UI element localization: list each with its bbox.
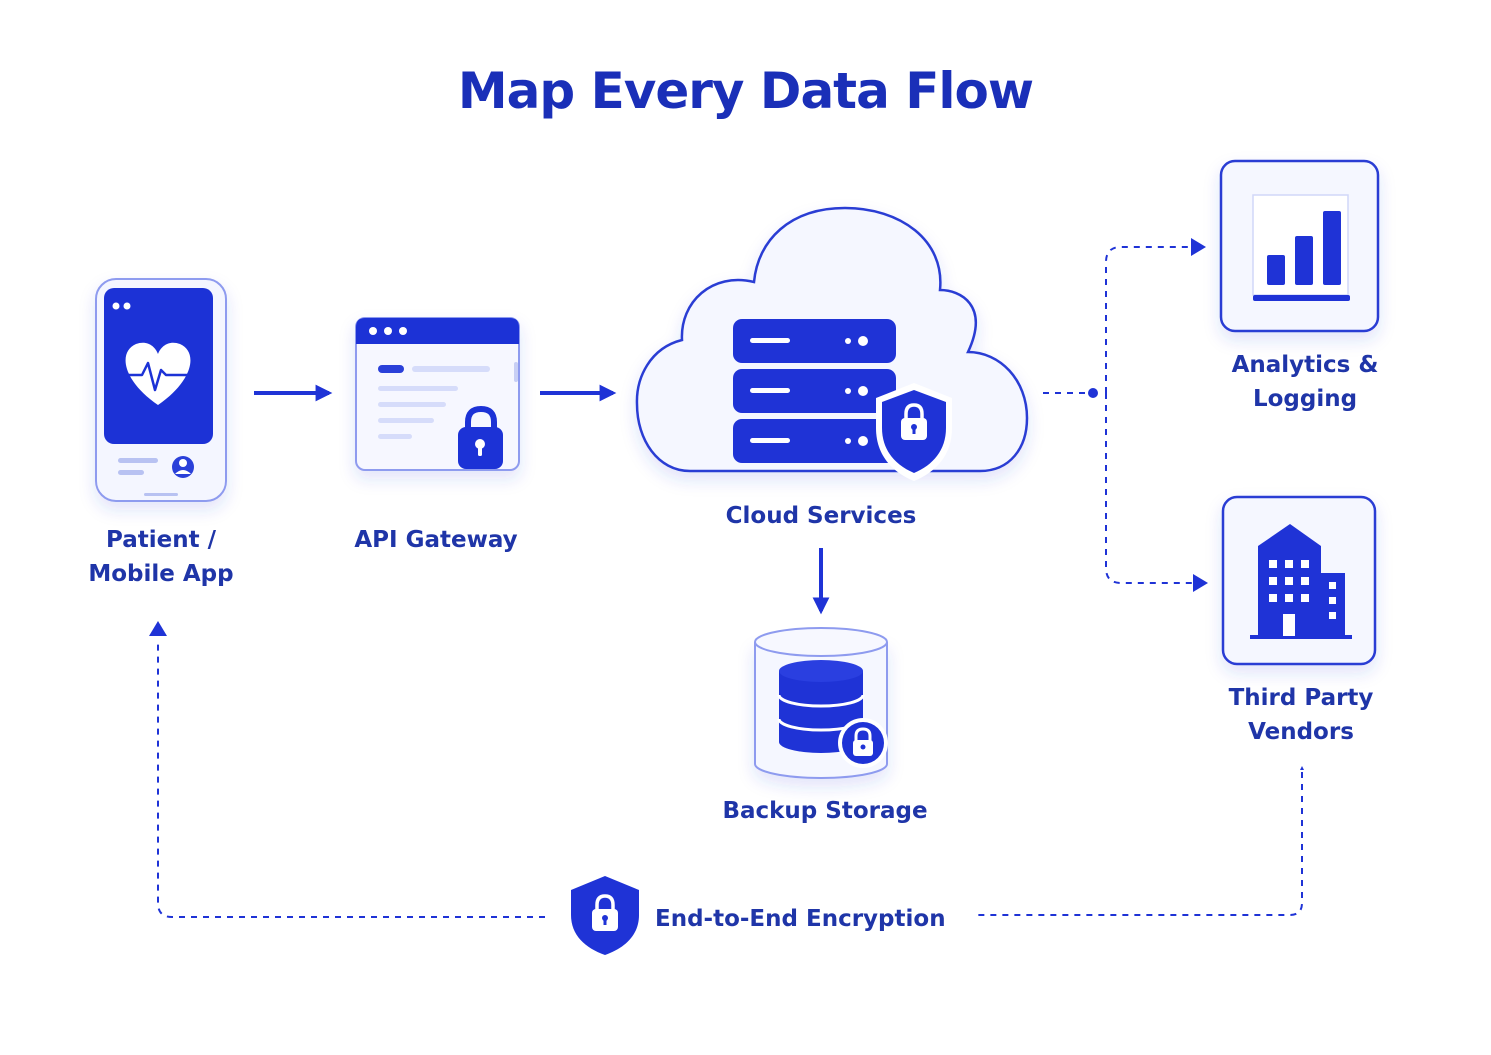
shield-lock-icon	[876, 383, 952, 481]
cloud-server-shield-icon	[635, 206, 1029, 481]
node-label-analytics: Analytics & Logging	[1231, 352, 1379, 412]
flow-arrowhead-to-vendors	[1193, 574, 1208, 592]
node-label-vendors: Third Party Vendors	[1228, 685, 1374, 745]
encryption-label: End-to-End Encryption	[655, 906, 946, 932]
building-icon	[1221, 495, 1377, 666]
bar-chart-icon	[1219, 159, 1380, 333]
flow-junction-dot	[1088, 388, 1098, 398]
page-title: Map Every Data Flow	[457, 62, 1034, 120]
flow-dashed-cloud-to-right	[1043, 246, 1194, 584]
flow-dashed-encryption-loop	[157, 640, 1303, 918]
node-label-api-gateway: API Gateway	[354, 527, 518, 553]
shield-lock-icon	[571, 876, 639, 955]
flow-tick-from-vendors	[1300, 766, 1304, 770]
browser-lock-icon	[355, 317, 520, 471]
smartphone-heart-icon	[95, 278, 227, 502]
node-label-backup-storage: Backup Storage	[722, 798, 928, 824]
flow-arrowhead-to-app	[149, 621, 167, 636]
node-label-patient-app: Patient / Mobile App	[88, 527, 234, 587]
flow-arrowhead-to-analytics	[1191, 238, 1206, 256]
database-lock-icon	[754, 627, 888, 779]
server-stack-icon	[733, 319, 896, 463]
node-label-cloud-services: Cloud Services	[725, 503, 917, 529]
